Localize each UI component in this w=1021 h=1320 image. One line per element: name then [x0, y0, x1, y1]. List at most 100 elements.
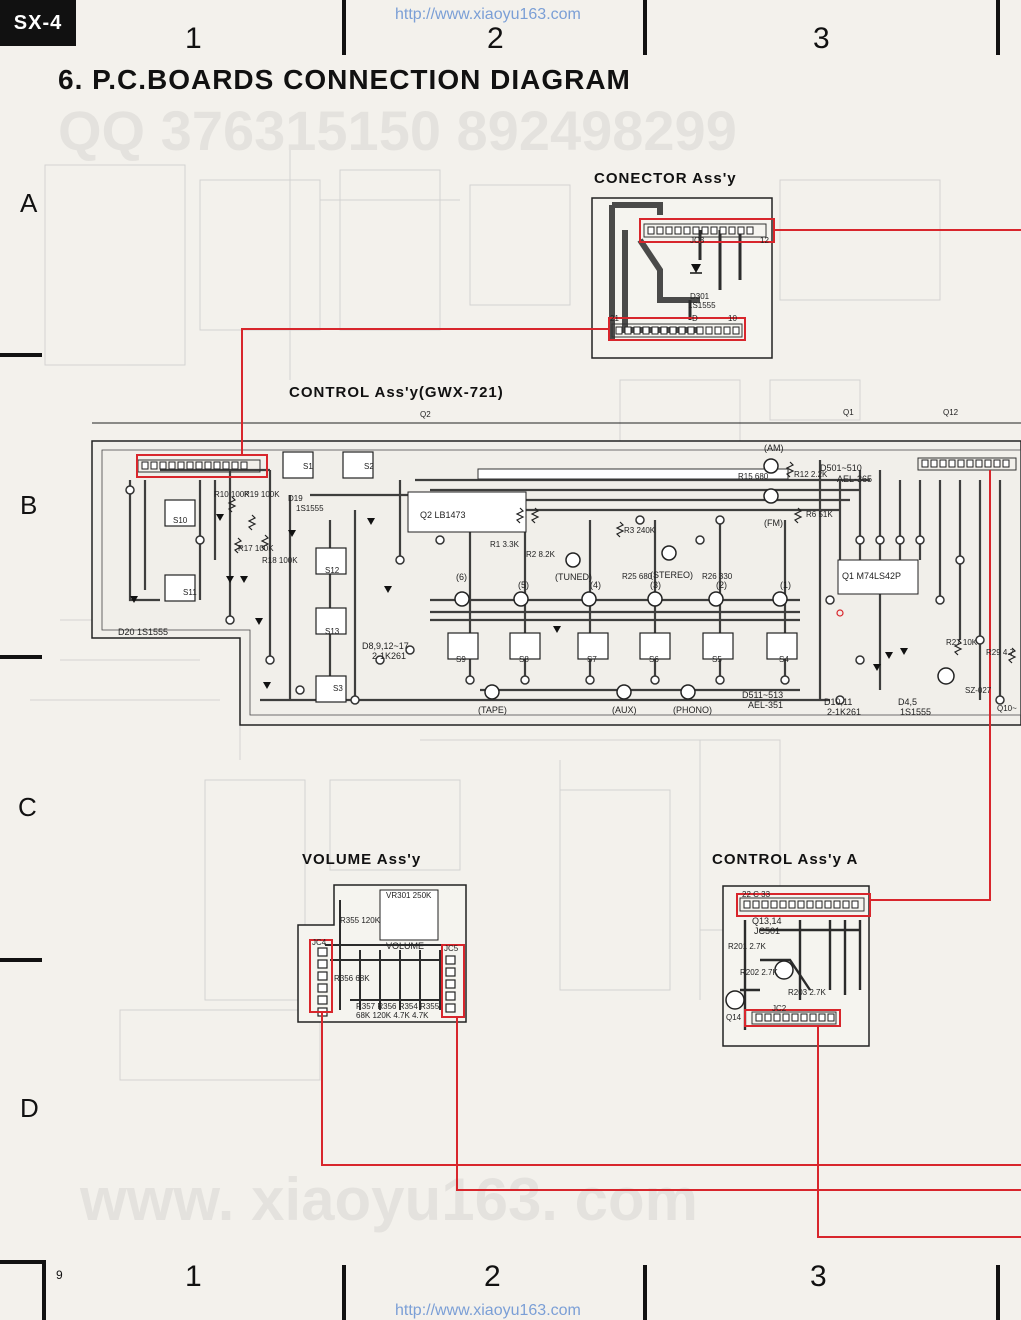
switch-s1: S1	[303, 462, 313, 471]
note-sz027: SZ-027	[965, 686, 992, 695]
note-1s1555: 1S1555	[900, 707, 932, 717]
switch-s13: S13	[325, 627, 340, 636]
control-a-q13-14: Q13,14	[752, 916, 782, 926]
control-a-r201: R201 2.7K	[728, 942, 766, 951]
control-a-board	[722, 885, 870, 1047]
label-q1-top: Q1	[843, 408, 854, 417]
volume-r355: R355 120K	[340, 916, 381, 925]
switch-s8: S8	[519, 655, 529, 664]
page-title: 6. P.C.BOARDS CONNECTION DIAGRAM	[58, 64, 631, 95]
column-2-bottom: 2	[484, 1260, 501, 1293]
connector-board	[591, 197, 773, 359]
note-q10: Q10~	[997, 704, 1017, 713]
indicator-am: (AM)	[764, 443, 784, 453]
control-a-jc2: JC2	[772, 1004, 787, 1013]
connector-pin-12: 12	[760, 236, 769, 245]
note-d19-type: 1S1555	[296, 504, 324, 513]
volume-bottom-resistors: R357 R356 R354 R355	[356, 1002, 440, 1011]
note-d4-5: D4,5	[898, 697, 918, 707]
row-c-label: C	[18, 792, 37, 822]
indicator-tuned: (TUNED)	[555, 572, 592, 582]
volume-board	[297, 884, 467, 1023]
switch-s11: S11	[183, 588, 197, 597]
switch-s5: S5	[712, 655, 722, 664]
row-b-label: B	[20, 490, 38, 520]
resistor-r25: R25 680	[622, 572, 653, 581]
resistor-r3: R3 240K	[624, 526, 656, 535]
note-d8-9-12-17: D8,9,12~17	[362, 641, 409, 651]
switch-s6: S6	[649, 655, 659, 664]
switch-s10: S10	[173, 516, 188, 525]
switch-s9: S9	[456, 655, 466, 664]
resistor-r29: R29 4.7	[986, 648, 1015, 657]
row-a-label: A	[20, 188, 38, 218]
connector-assy-title: CONECTOR Ass'y	[594, 170, 737, 187]
source-url-top[interactable]: http://www.xiaoyu163.com	[395, 6, 581, 23]
resistor-r12: R12 2.2K	[794, 470, 828, 479]
switch-s2: S2	[364, 462, 374, 471]
indicator-tape: (TAPE)	[478, 705, 507, 715]
connector-jc3-label: JC3	[690, 236, 705, 245]
control-a-q14: Q14	[726, 1013, 742, 1022]
connection-wires	[136, 218, 1021, 1238]
connector-diode-label: D301	[690, 292, 710, 301]
indicator-aux: (AUX)	[612, 705, 637, 715]
switch-s4: S4	[779, 655, 789, 664]
indicator-2: (2)	[716, 580, 727, 590]
control-board	[91, 422, 1021, 726]
column-1-top: 1	[185, 22, 202, 55]
indicator-4: (4)	[590, 580, 601, 590]
switch-s3: S3	[333, 684, 343, 693]
model-tag: SX-4	[0, 0, 76, 46]
ic-lb1473-label: Q2 LB1473	[420, 510, 466, 520]
indicator-phono: (PHONO)	[673, 705, 712, 715]
resistor-r18: R18 100K	[262, 556, 298, 565]
column-3-bottom: 3	[810, 1260, 827, 1293]
resistor-r17: R17 100K	[238, 544, 274, 553]
resistor-r6: R6 51K	[806, 510, 833, 519]
column-2-top: 2	[487, 22, 504, 55]
switch-s7: S7	[587, 655, 597, 664]
volume-r356: R356 68K	[334, 974, 370, 983]
note-ael365: AEL-365	[837, 474, 873, 484]
indicator-1: (1)	[780, 580, 791, 590]
site-watermark: www. xiaoyu163. com	[80, 1166, 699, 1233]
control-a-r202: R202 2.7K	[740, 968, 778, 977]
control-assy-title: CONTROL Ass'y(GWX-721)	[289, 384, 504, 401]
connector-diode-type: 1S1555	[688, 301, 716, 310]
control-a-assy-title: CONTROL Ass'y A	[712, 851, 859, 868]
volume-assy-title: VOLUME Ass'y	[302, 851, 422, 868]
page-number: 9	[56, 1268, 63, 1282]
note-d20: D20 1S1555	[118, 627, 169, 637]
volume-jc5: JC5	[444, 944, 459, 953]
volume-jc4: JC4	[312, 938, 327, 947]
indicator-3: (3)	[650, 580, 661, 590]
label-q12-top: Q12	[943, 408, 959, 417]
source-url-bottom[interactable]: http://www.xiaoyu163.com	[395, 1302, 581, 1319]
indicator-5: (5)	[518, 580, 529, 590]
control-a-jc501: JC501	[754, 926, 781, 936]
indicator-fm: (FM)	[764, 518, 783, 528]
resistor-r10: R10 100K	[214, 490, 250, 499]
volume-bottom-values: 68K 120K 4.7K 4.7K	[356, 1011, 429, 1020]
resistor-r2: R2 8.2K	[526, 550, 555, 559]
row-d-label: D	[20, 1093, 39, 1123]
note-d511-513: D511~513	[742, 690, 784, 700]
column-3-top: 3	[813, 22, 830, 55]
qq-watermark: QQ 376315150 892498299	[58, 99, 737, 162]
note-d19: D19	[288, 494, 303, 503]
volume-vr301: VR301 250K	[386, 891, 432, 900]
label-q2-top: Q2	[420, 410, 431, 419]
connector-pin-21: 21	[610, 314, 619, 323]
indicator-6: (6)	[456, 572, 467, 582]
ic-m74ls42p-label: Q1 M74LS42P	[842, 571, 902, 581]
column-1-bottom: 1	[185, 1260, 202, 1293]
control-a-pins: 22 C 33	[742, 890, 771, 899]
volume-label: VOLUME	[386, 941, 425, 951]
control-a-r203: R203 2.7K	[788, 988, 826, 997]
resistor-r26: R26 330	[702, 572, 733, 581]
resistor-r1: R1 3.3K	[490, 540, 519, 549]
note-d10-11: D10,11	[824, 697, 853, 707]
